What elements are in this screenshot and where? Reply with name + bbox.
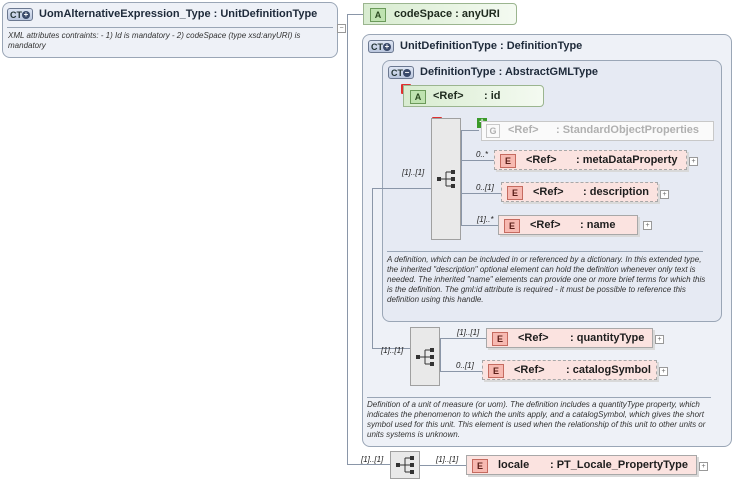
quantity-type-multiplicity: [1]..[1] (457, 328, 480, 337)
id-name: : id (484, 90, 501, 102)
element-tag: E (507, 186, 523, 200)
collapse-minus-icon: − (403, 68, 411, 77)
locale-multiplicity: [1]..[1] (436, 455, 459, 464)
connector (347, 14, 363, 15)
complex-type-badge: CT+ (7, 8, 33, 21)
id-attribute[interactable]: A <Ref> : id (403, 85, 544, 107)
connector (461, 225, 498, 226)
description-name: : description (583, 186, 650, 198)
connector (347, 14, 348, 464)
expand-toggle[interactable]: + (660, 190, 669, 199)
sequence-compositor[interactable] (410, 327, 440, 386)
metadata-name: : metaDataProperty (576, 154, 678, 166)
std-obj-name: : StandardObjectProperties (556, 124, 700, 136)
name-element[interactable]: E <Ref> : name (498, 215, 638, 235)
sequence-multiplicity: [1]..[1] (361, 455, 384, 464)
sequence-icon (396, 456, 414, 474)
element-tag: E (472, 459, 488, 473)
root-type-description: XML attributes contraints: - 1) Id is ma… (8, 31, 301, 50)
expand-plus-icon: + (22, 10, 30, 19)
quantity-type-ref: <Ref> (518, 332, 549, 344)
connector (461, 193, 501, 194)
complex-type-badge: CT+ (368, 40, 394, 53)
connector (372, 348, 411, 349)
connector (420, 465, 466, 466)
sequence-multiplicity: [1]..[1] (381, 346, 404, 355)
collapse-toggle[interactable]: − (337, 24, 346, 33)
expand-toggle[interactable]: + (655, 335, 664, 344)
name-multiplicity: [1]..* (477, 215, 494, 224)
description-separator (387, 251, 703, 252)
sequence-icon (416, 348, 434, 366)
definition-type-description: A definition, which can be included in o… (387, 255, 706, 304)
sequence-icon (437, 170, 455, 188)
connector (372, 188, 431, 189)
connector (347, 464, 390, 465)
group-tag: G (486, 124, 500, 138)
connector (440, 338, 486, 339)
sequence-compositor[interactable] (431, 118, 461, 240)
expand-toggle[interactable]: + (689, 157, 698, 166)
header-separator (7, 27, 333, 28)
expand-toggle[interactable]: + (699, 462, 708, 471)
unit-definition-title: UnitDefinitionType : DefinitionType (400, 40, 583, 52)
metadata-multiplicity: 0..* (476, 150, 489, 159)
description-element[interactable]: E <Ref> : description (501, 182, 658, 202)
metadata-ref: <Ref> (526, 154, 557, 166)
expand-toggle[interactable]: + (659, 367, 668, 376)
name-ref: <Ref> (530, 219, 561, 231)
element-tag: E (492, 332, 508, 346)
codespace-label: codeSpace : anyURI (394, 8, 500, 20)
quantity-type-element[interactable]: E <Ref> : quantityType (486, 328, 653, 348)
expand-plus-icon: + (383, 42, 391, 51)
element-tag: E (488, 364, 504, 378)
attribute-tag: A (370, 8, 386, 22)
element-tag: E (500, 154, 516, 168)
sequence-compositor[interactable] (390, 451, 420, 479)
locale-element[interactable]: E locale : PT_Locale_PropertyType (466, 455, 697, 475)
connector (461, 130, 479, 131)
unit-definition-description: Definition of a unit of measure (or uom)… (367, 400, 706, 439)
catalog-symbol-ref: <Ref> (514, 364, 545, 376)
catalog-symbol-name: : catalogSymbol (566, 364, 651, 376)
name-name: : name (580, 219, 616, 231)
std-obj-group[interactable]: G <Ref> : StandardObjectProperties (481, 121, 714, 141)
catalog-symbol-element[interactable]: E <Ref> : catalogSymbol (482, 360, 657, 380)
description-ref: <Ref> (533, 186, 564, 198)
expand-toggle[interactable]: + (643, 221, 652, 230)
description-multiplicity: 0..[1] (476, 183, 494, 192)
std-obj-ref: <Ref> (508, 124, 539, 136)
definition-type-title: DefinitionType : AbstractGMLType (420, 66, 599, 78)
root-type-title: UomAlternativeExpression_Type : UnitDefi… (39, 8, 318, 20)
catalog-symbol-multiplicity: 0..[1] (456, 361, 474, 370)
locale-ref: locale (498, 459, 530, 471)
codespace-attribute[interactable]: A codeSpace : anyURI (363, 3, 517, 25)
connector (461, 160, 494, 161)
attribute-tag: A (410, 90, 426, 104)
connector (372, 188, 373, 348)
element-tag: E (504, 219, 520, 233)
description-separator (367, 397, 711, 398)
sequence-multiplicity: [1]..[1] (402, 168, 425, 177)
metadata-property-element[interactable]: E <Ref> : metaDataProperty (494, 150, 687, 170)
connector (440, 371, 482, 372)
quantity-type-name: : quantityType (570, 332, 645, 344)
complex-type-badge: CT− (388, 66, 414, 79)
locale-type: : PT_Locale_PropertyType (550, 459, 688, 471)
connector (461, 130, 462, 226)
id-ref: <Ref> (433, 90, 464, 102)
root-type-box[interactable]: CT+ UomAlternativeExpression_Type : Unit… (2, 2, 338, 58)
connector (440, 338, 441, 371)
